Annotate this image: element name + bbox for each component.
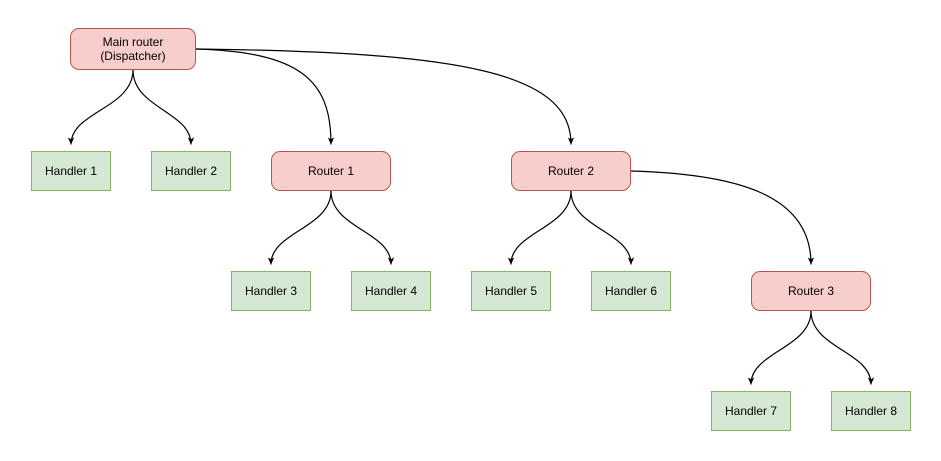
edge-router-2-to-handler-6 [570, 190, 635, 265]
node-handler-7[interactable]: Handler 7 [711, 391, 791, 431]
edge-main-router-to-handler-2 [132, 69, 195, 145]
node-label-router-2: Router 2 [547, 164, 595, 178]
node-label-handler-6: Handler 6 [604, 284, 658, 298]
node-label-router-1: Router 1 [307, 164, 355, 178]
node-router-2[interactable]: Router 2 [511, 151, 631, 191]
node-label-handler-2: Handler 2 [164, 164, 218, 178]
node-main-router[interactable]: Main router (Dispatcher) [70, 28, 196, 70]
node-label-handler-7: Handler 7 [724, 404, 778, 418]
edge-router-2-to-handler-5 [507, 190, 572, 265]
edge-main-router-to-router-2 [195, 48, 575, 145]
node-handler-3[interactable]: Handler 3 [231, 271, 311, 311]
node-handler-5[interactable]: Handler 5 [471, 271, 551, 311]
edge-router-2-to-router-3 [630, 170, 815, 265]
node-label-handler-4: Handler 4 [364, 284, 418, 298]
node-label-handler-1: Handler 1 [44, 164, 98, 178]
node-handler-8[interactable]: Handler 8 [831, 391, 911, 431]
node-label-main-router: Main router (Dispatcher) [100, 35, 166, 63]
node-label-handler-8: Handler 8 [844, 404, 898, 418]
node-label-handler-3: Handler 3 [244, 284, 298, 298]
node-label-router-3: Router 3 [787, 284, 835, 298]
edge-router-1-to-handler-4 [330, 190, 395, 265]
edge-router-1-to-handler-3 [267, 190, 332, 265]
edge-router-3-to-handler-7 [747, 310, 812, 385]
edge-main-router-to-handler-1 [67, 69, 134, 145]
edge-router-3-to-handler-8 [810, 310, 875, 385]
node-handler-6[interactable]: Handler 6 [591, 271, 671, 311]
node-label-handler-5: Handler 5 [484, 284, 538, 298]
node-router-3[interactable]: Router 3 [751, 271, 871, 311]
node-handler-4[interactable]: Handler 4 [351, 271, 431, 311]
node-router-1[interactable]: Router 1 [271, 151, 391, 191]
edge-main-router-to-router-1 [195, 48, 335, 145]
node-handler-1[interactable]: Handler 1 [31, 151, 111, 191]
edges-group [67, 48, 875, 385]
node-handler-2[interactable]: Handler 2 [151, 151, 231, 191]
